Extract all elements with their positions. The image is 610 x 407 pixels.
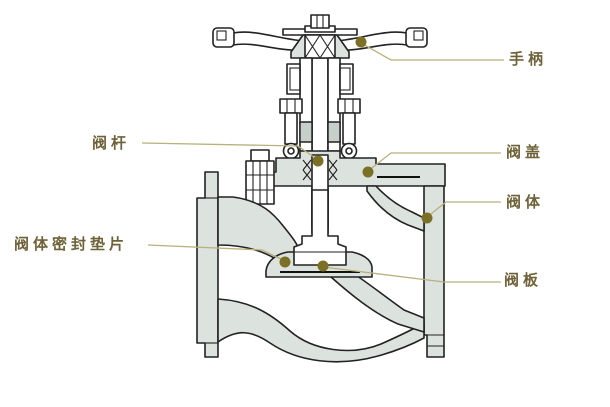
callout-line-body	[426, 201, 501, 218]
body-shell-graphic	[217, 185, 425, 363]
callout-dot-body-seal-gasket	[279, 256, 291, 268]
callout-dot-bonnet	[362, 166, 374, 178]
callout-line-bonnet	[367, 152, 501, 172]
handwheel-graphic	[212, 14, 428, 52]
label-disc: 阀板	[504, 271, 543, 289]
label-bonnet: 阀盖	[506, 143, 545, 161]
callout-line-stem	[141, 142, 319, 161]
label-handle: 手柄	[509, 50, 548, 68]
label-stem: 阀杆	[92, 134, 131, 152]
label-body: 阀体	[506, 193, 545, 211]
gland-bolts-graphic	[279, 98, 361, 160]
callout-dot-disc	[317, 260, 329, 272]
callout-dot-stem	[312, 155, 324, 167]
callout-dot-handle	[355, 36, 367, 48]
callout-line-disc	[322, 266, 501, 283]
callout-line-body-seal-gasket	[147, 244, 286, 262]
handwheel-nut-graphic	[310, 14, 330, 29]
label-body-seal-gasket: 阀体密封垫片	[14, 235, 129, 253]
stem-nut-hub-graphic	[290, 34, 350, 59]
body-flanges-graphic	[196, 171, 445, 358]
callout-line-handle	[360, 42, 504, 61]
callout-dot-body	[421, 212, 433, 224]
disc-graphic	[293, 189, 347, 266]
